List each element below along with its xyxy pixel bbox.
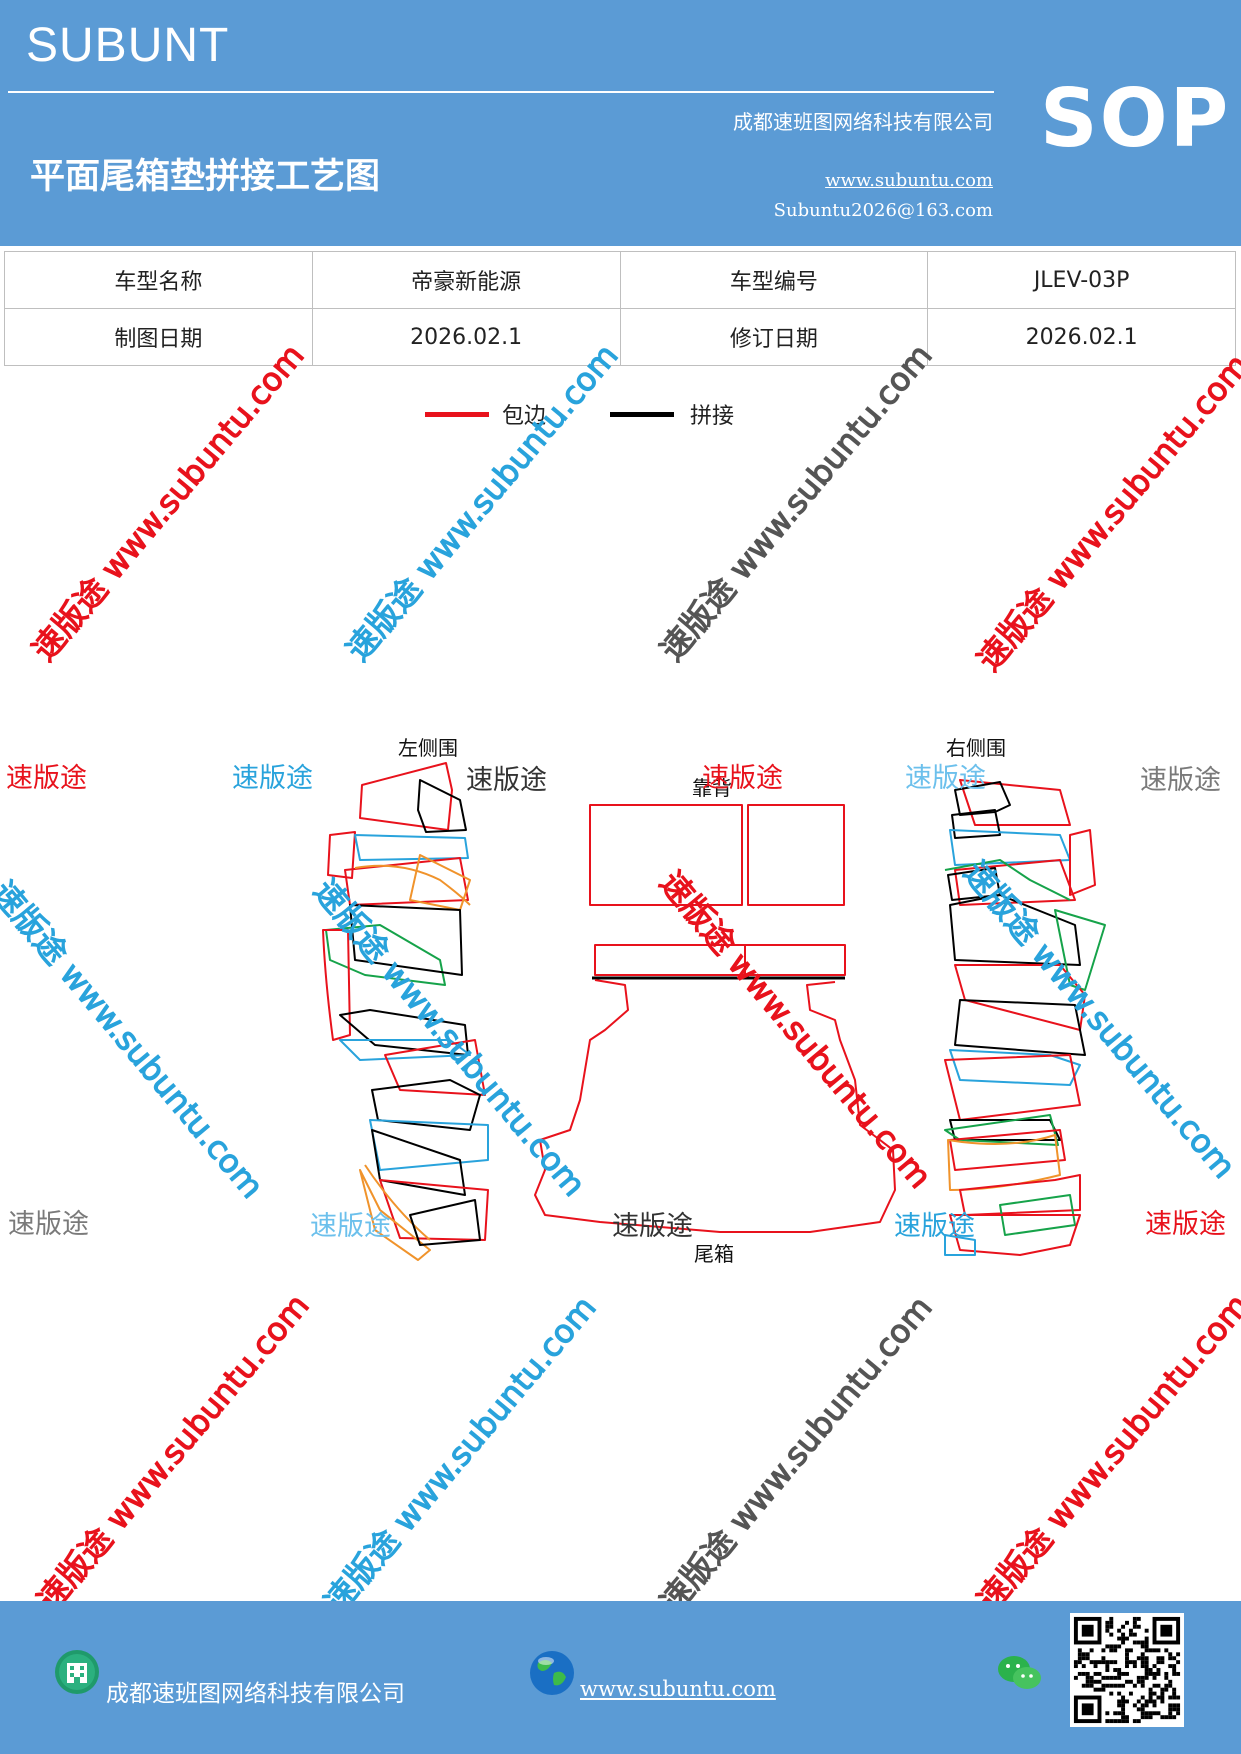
email-address[interactable]: Subuntu2026@163.com	[773, 200, 993, 221]
watermark-word: 速版途	[6, 763, 87, 794]
table-row: 车型名称 帝豪新能源 车型编号 JLEV-03P	[4, 251, 1236, 309]
value-draw-date: 2026.02.1	[311, 308, 621, 366]
doc-type: SOP	[1040, 72, 1231, 165]
legend-edge-label: 包边	[502, 404, 547, 429]
watermark-word: 速版途	[612, 1211, 693, 1242]
brand-name: SUBUNT	[26, 19, 230, 72]
watermark-word: 速版途	[466, 765, 547, 796]
globe-icon	[530, 1651, 574, 1695]
legend: 包边 拼接	[0, 398, 1241, 438]
watermark-word: 速版途	[905, 763, 986, 794]
header-divider	[8, 91, 994, 93]
value-model-name: 帝豪新能源	[311, 251, 621, 309]
company-name: 成都速班图网络科技有限公司	[733, 110, 993, 134]
info-table: 车型名称 帝豪新能源 车型编号 JLEV-03P 制图日期 2026.02.1 …	[4, 251, 1236, 366]
page-title: 平面尾箱垫拼接工艺图	[30, 157, 381, 197]
watermark-word: 速版途	[894, 1211, 975, 1242]
legend-edge-swatch	[425, 412, 489, 417]
watermark-word: 速版途	[232, 763, 313, 794]
footer-banner: 成都速班图网络科技有限公司 www.subuntu.com	[0, 1601, 1241, 1754]
watermark-word: 速版途	[1140, 765, 1221, 796]
table-row: 制图日期 2026.02.1 修订日期 2026.02.1	[4, 308, 1236, 366]
footer-website-link[interactable]: www.subuntu.com	[580, 1677, 776, 1701]
watermark-word: 速版途	[1145, 1209, 1226, 1240]
legend-joint-swatch	[610, 412, 674, 417]
value-model-code: JLEV-03P	[927, 251, 1236, 309]
label-draw-date: 制图日期	[4, 308, 313, 366]
left-side-panel	[322, 762, 489, 1261]
label-backrest: 靠背	[692, 776, 732, 800]
label-trunk: 尾箱	[694, 1242, 734, 1266]
value-revision-date: 2026.02.1	[927, 308, 1236, 366]
label-right-side: 右侧围	[946, 736, 1006, 760]
footer-company: 成都速班图网络科技有限公司	[106, 1681, 405, 1707]
label-left-side: 左侧围	[398, 736, 458, 760]
right-side-panel	[944, 779, 1106, 1256]
building-icon	[55, 1650, 99, 1694]
legend-joint-label: 拼接	[690, 404, 735, 429]
watermark-word: 速版途	[310, 1211, 391, 1242]
wechat-icon	[998, 1656, 1041, 1689]
trunk-floor	[534, 979, 896, 1233]
watermark-word: 速版途	[702, 763, 783, 794]
website-link[interactable]: www.subuntu.com	[825, 170, 993, 191]
label-model-name: 车型名称	[4, 251, 313, 309]
backrest-panels	[589, 804, 846, 980]
label-model-code: 车型编号	[619, 251, 929, 309]
header-banner: SUBUNT SOP 成都速班图网络科技有限公司 平面尾箱垫拼接工艺图 www.…	[0, 0, 1241, 246]
qr-code[interactable]	[1070, 1613, 1184, 1727]
label-revision-date: 修订日期	[619, 308, 929, 366]
watermark-word: 速版途	[8, 1209, 89, 1240]
